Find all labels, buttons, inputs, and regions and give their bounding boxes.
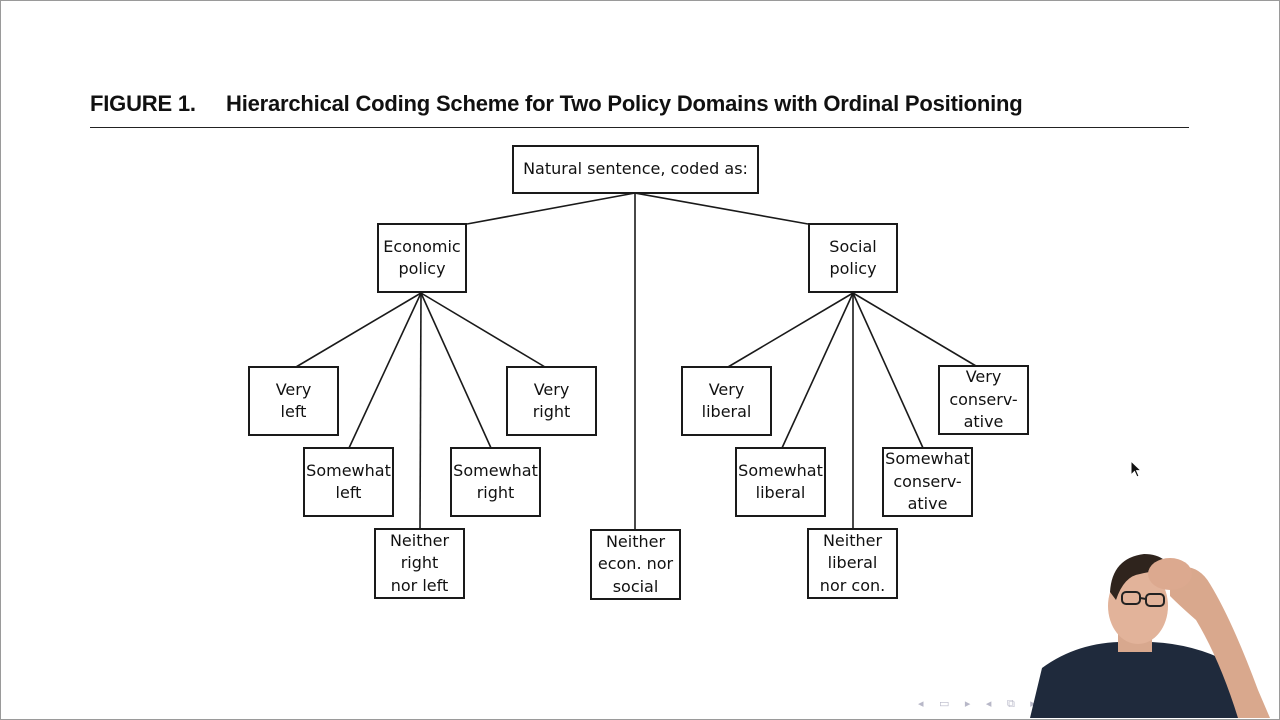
edge-econ-neither xyxy=(419,292,422,530)
somewhat-liberal-node: Somewhat liberal xyxy=(735,447,826,517)
neither-right-nor-left-node: Neither right nor left xyxy=(374,528,465,599)
somewhat-left-node: Somewhat left xyxy=(303,447,394,517)
edge-econ-very-left xyxy=(295,292,422,368)
edge-social-somewhat-liberal xyxy=(781,292,854,449)
edge-social-very-liberal xyxy=(727,292,854,368)
slide-navigation[interactable]: ◂ ▭ ▸ ◂ ⧉ ▸ xyxy=(918,697,1042,710)
figure-number: FIGURE 1. xyxy=(90,91,196,116)
title-rule xyxy=(90,127,1189,128)
edge-root-economic xyxy=(466,192,636,225)
edge-social-very-conservative xyxy=(852,292,977,367)
edge-econ-very-right xyxy=(420,292,546,368)
figure-caption: Hierarchical Coding Scheme for Two Polic… xyxy=(226,91,1023,116)
somewhat-right-node: Somewhat right xyxy=(450,447,541,517)
somewhat-conservative-node: Somewhat conserv- ative xyxy=(882,447,973,517)
social-policy-node: Social policy xyxy=(808,223,898,293)
figure-title: FIGURE 1. Hierarchical Coding Scheme for … xyxy=(90,91,1023,117)
economic-policy-node: Economic policy xyxy=(377,223,467,293)
mouse-cursor-icon xyxy=(1130,460,1143,478)
root-node: Natural sentence, coded as: xyxy=(512,145,759,194)
edge-root-social xyxy=(634,192,809,225)
edge-social-somewhat-conservative xyxy=(852,292,924,449)
edge-econ-somewhat-right xyxy=(420,292,492,449)
edge-econ-somewhat-left xyxy=(348,292,422,449)
very-liberal-node: Very liberal xyxy=(681,366,772,436)
neither-econ-nor-social-node: Neither econ. nor social xyxy=(590,529,681,600)
very-conservative-node: Very conserv- ative xyxy=(938,365,1029,435)
very-right-node: Very right xyxy=(506,366,597,436)
neither-liberal-nor-con-node: Neither liberal nor con. xyxy=(807,528,898,599)
very-left-node: Very left xyxy=(248,366,339,436)
presenter-video-overlay xyxy=(1030,554,1270,718)
